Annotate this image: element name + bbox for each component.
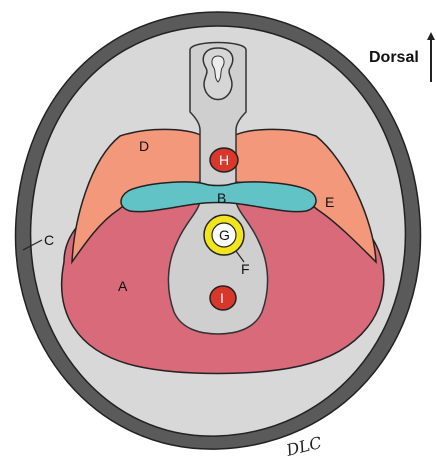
label-B: B: [217, 190, 226, 206]
orientation-label-dorsal: Dorsal: [369, 49, 419, 67]
label-C: C: [44, 232, 54, 248]
dorsal-arrow-head: [427, 32, 435, 40]
label-G: G: [219, 227, 230, 243]
label-F: F: [241, 261, 250, 277]
label-D: D: [139, 138, 149, 154]
label-I: I: [220, 290, 224, 306]
artist-signature: DLC: [283, 433, 323, 460]
label-H: H: [219, 152, 229, 168]
label-A: A: [118, 278, 128, 294]
label-E: E: [325, 194, 334, 210]
